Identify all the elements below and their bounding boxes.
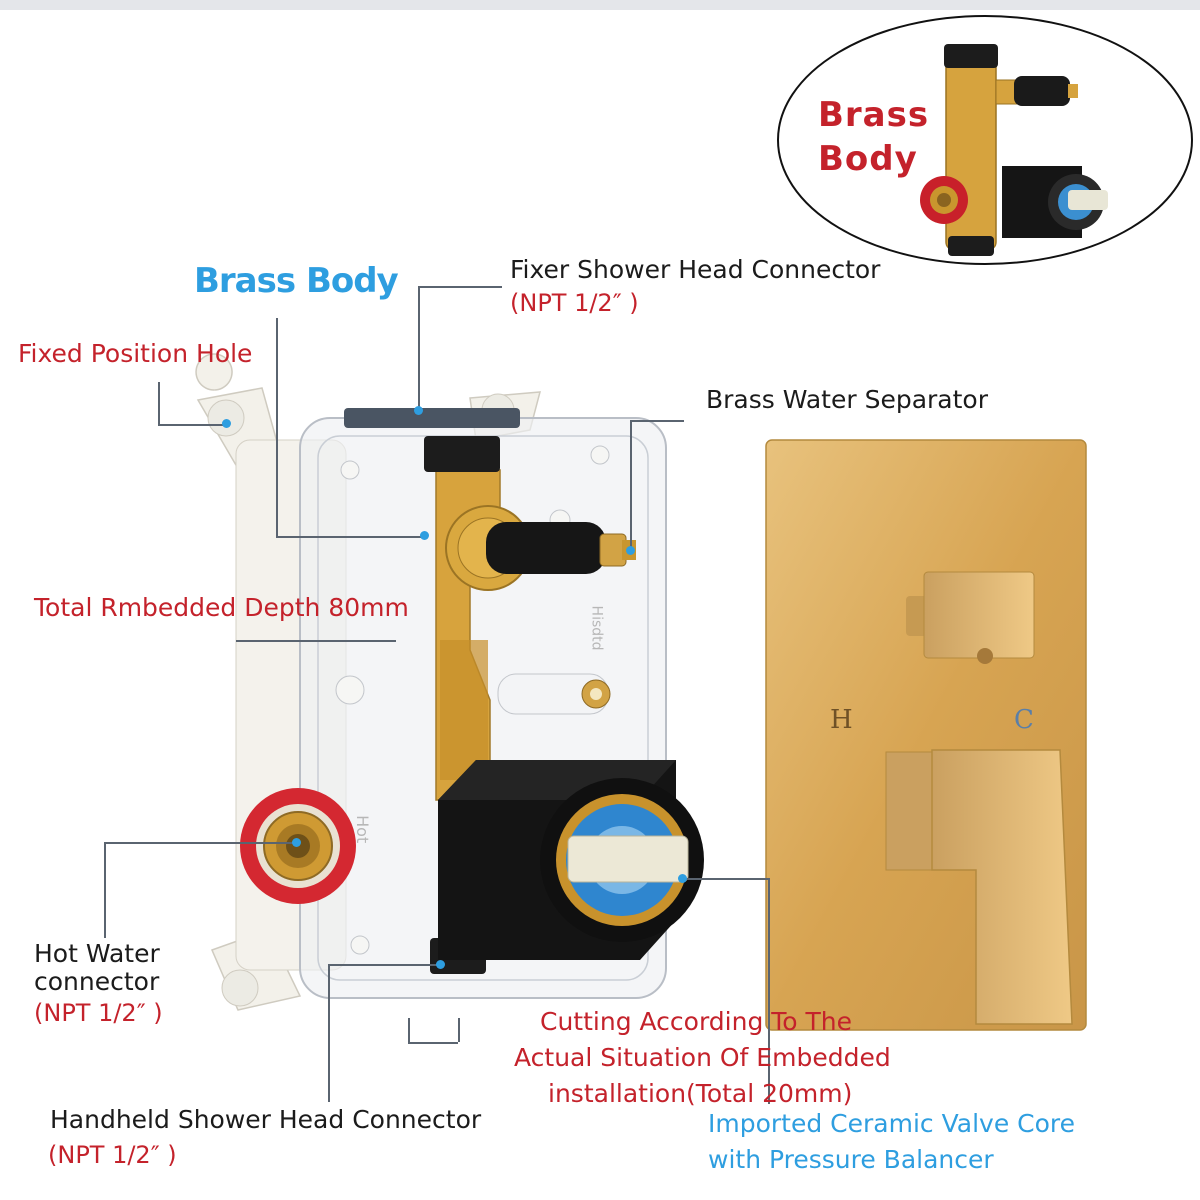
dot-ceramic bbox=[678, 874, 687, 883]
dot-fixer bbox=[414, 406, 423, 415]
dot-fixed-hole bbox=[222, 419, 231, 428]
label-brass-separator: Brass Water Separator bbox=[706, 385, 989, 414]
leader-fixed-hole bbox=[158, 382, 160, 424]
top-strip bbox=[0, 0, 1200, 10]
label-fixed-position-hole: Fixed Position Hole bbox=[18, 339, 253, 368]
plate-hot-mark: H bbox=[830, 705, 853, 735]
leader-separator-h bbox=[630, 420, 684, 422]
label-hot-water-spec: (NPT 1/2″ ) bbox=[34, 999, 163, 1027]
leader-hot bbox=[104, 842, 106, 938]
dot-hot bbox=[292, 838, 301, 847]
label-brass-body: Brass Body bbox=[194, 261, 399, 301]
label-hot-water-1: Hot Water bbox=[34, 939, 160, 968]
dot-brass-body bbox=[420, 531, 429, 540]
leader-depth bbox=[236, 640, 396, 642]
inset-ellipse bbox=[777, 15, 1193, 265]
bracket-left bbox=[408, 1018, 410, 1042]
label-fixer-connector: Fixer Shower Head Connector bbox=[510, 255, 881, 284]
label-hot-water-2: connector bbox=[34, 967, 160, 996]
leader-ceramic-v bbox=[768, 878, 770, 1104]
inset-label-brass: Brass bbox=[818, 95, 930, 135]
label-cutting-2: Actual Situation Of Embedded bbox=[514, 1043, 891, 1072]
label-ceramic-2: with Pressure Balancer bbox=[708, 1145, 994, 1174]
plate-cold-mark: C bbox=[1014, 705, 1034, 735]
leader-hot-h bbox=[104, 842, 294, 844]
label-cutting-3: installation(Total 20mm) bbox=[548, 1079, 853, 1108]
leader-handheld-h bbox=[328, 964, 438, 966]
label-handheld-spec: (NPT 1/2″ ) bbox=[48, 1141, 177, 1169]
leader-separator bbox=[630, 420, 632, 550]
leader-fixer bbox=[418, 286, 420, 410]
leader-ceramic bbox=[684, 878, 768, 880]
leader-brass-body bbox=[276, 318, 278, 536]
label-cutting-1: Cutting According To The bbox=[540, 1007, 853, 1036]
label-handheld-connector: Handheld Shower Head Connector bbox=[50, 1105, 482, 1134]
leader-fixer-h bbox=[418, 286, 502, 288]
label-ceramic-1: Imported Ceramic Valve Core bbox=[708, 1109, 1076, 1138]
inset-label-body: Body bbox=[818, 139, 918, 179]
leader-brass-body-h bbox=[276, 536, 424, 538]
label-fixer-spec: (NPT 1/2″ ) bbox=[510, 289, 639, 317]
bracket-bottom bbox=[408, 1042, 458, 1044]
label-embedded-depth: Total Rmbedded Depth 80mm bbox=[34, 593, 409, 622]
brass-body-inset: Brass Body bbox=[776, 14, 1194, 266]
leader-fixed-hole-h bbox=[158, 424, 226, 426]
dot-separator bbox=[626, 546, 635, 555]
bracket-right bbox=[458, 1018, 460, 1042]
dot-handheld bbox=[436, 960, 445, 969]
leader-handheld bbox=[328, 964, 330, 1102]
